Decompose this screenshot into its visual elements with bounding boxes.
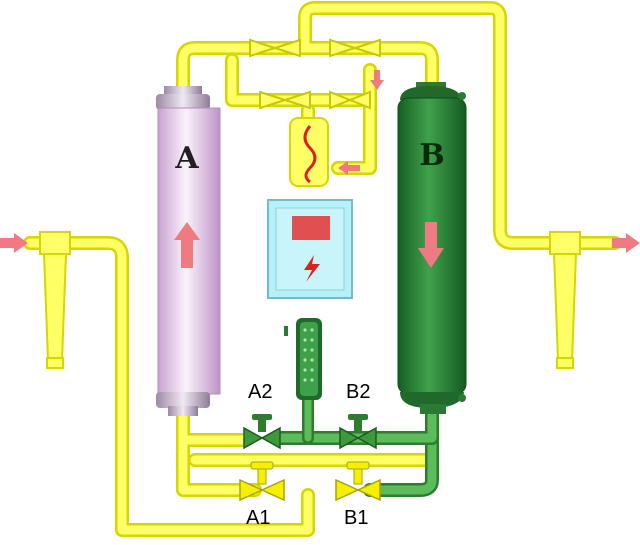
valve-a2[interactable] xyxy=(243,414,281,450)
valve-b1[interactable] xyxy=(335,461,381,502)
tank-a-label: A xyxy=(174,141,199,176)
valve-b2-label: B2 xyxy=(346,381,370,403)
outlet-arrow-icon xyxy=(612,233,640,253)
down-arrow-icon xyxy=(370,70,384,90)
heater-arrow-icon xyxy=(338,161,360,175)
muffler-icon xyxy=(284,318,322,400)
valve-a2-label: A2 xyxy=(248,381,272,403)
valve-b1-label: B1 xyxy=(344,507,368,529)
heater-coil-icon xyxy=(289,117,329,187)
inlet-arrow-icon xyxy=(0,233,28,253)
control-panel-icon xyxy=(267,199,353,299)
valve-a1-label: A1 xyxy=(246,507,270,529)
up-arrow-icon xyxy=(174,222,200,268)
inlet-filter xyxy=(39,231,71,369)
green-pipes xyxy=(273,394,439,497)
down-arrow-b-icon xyxy=(418,222,444,268)
outlet-filter xyxy=(549,231,581,369)
yellow-pipes xyxy=(23,1,622,537)
valve-a1[interactable] xyxy=(239,461,285,502)
valve-b2[interactable] xyxy=(339,414,377,450)
tank-b: B xyxy=(397,82,467,414)
lightning-icon xyxy=(304,255,320,282)
top-check-valves xyxy=(249,38,381,110)
tank-a: A xyxy=(156,86,221,416)
tank-b-label: B xyxy=(419,138,444,173)
